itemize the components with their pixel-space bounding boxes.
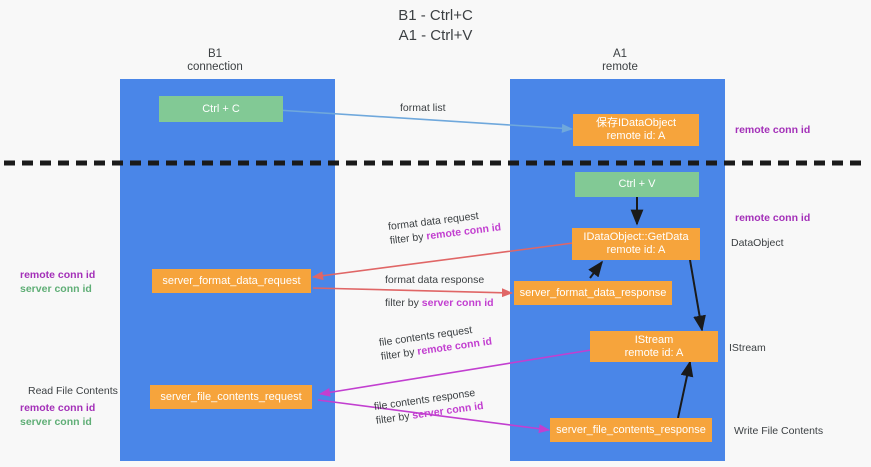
node-server-file-contents-request[interactable]: server_file_contents_request bbox=[150, 385, 312, 409]
node-server-format-data-response[interactable]: server_format_data_response bbox=[514, 281, 672, 305]
node-server-format-data-request-label: server_format_data_request bbox=[162, 274, 301, 287]
side-label-right-dataobject: DataObject bbox=[731, 237, 784, 249]
side-label-left-remote-conn-id-mid: remote conn id bbox=[20, 269, 96, 281]
side-label-left-server-conn-id-mid: server conn id bbox=[20, 283, 92, 295]
node-istream[interactable]: IStream remote id: A bbox=[590, 331, 718, 362]
side-label-left-remote-conn-id-bot: remote conn id bbox=[20, 402, 96, 414]
side-label-left-read-file-contents: Read File Contents bbox=[28, 385, 118, 397]
column-header-b1-name: B1 bbox=[207, 48, 223, 60]
column-header-a1-role: remote bbox=[602, 61, 638, 73]
node-server-file-contents-request-label: server_file_contents_request bbox=[160, 390, 302, 403]
node-idataobject-getdata-subtitle: remote id: A bbox=[606, 244, 666, 256]
column-header-a1: A1 remote bbox=[560, 48, 680, 74]
node-ctrl-c-label: Ctrl + C bbox=[202, 102, 240, 115]
edge-label-file-contents-request: file contents request filter by remote c… bbox=[378, 321, 493, 364]
edge-label-format-list: format list bbox=[400, 101, 446, 115]
node-save-idataobject-label: 保存IDataObject bbox=[595, 117, 677, 129]
filter-prefix: filter by bbox=[375, 409, 414, 427]
node-istream-label: IStream bbox=[634, 333, 674, 346]
node-server-format-data-response-label: server_format_data_response bbox=[519, 286, 667, 299]
side-label-right-write-file-contents: Write File Contents bbox=[734, 425, 824, 437]
side-label-right-remote-conn-id-top: remote conn id bbox=[735, 124, 811, 136]
node-server-format-data-request[interactable]: server_format_data_request bbox=[152, 269, 311, 293]
node-istream-subtitle: remote id: A bbox=[624, 346, 684, 359]
node-idataobject-getdata[interactable]: IDataObject::GetData remote id: A bbox=[572, 228, 700, 260]
edge-label-format-data-response-text: format data response bbox=[385, 274, 485, 286]
side-label-right-remote-conn-id-mid: remote conn id bbox=[735, 212, 811, 224]
node-idataobject-getdata-label: IDataObject::GetData bbox=[583, 231, 689, 243]
node-server-file-contents-response-label: server_file_contents_response bbox=[556, 423, 706, 436]
edge-label-file-contents-response: file contents response filter by server … bbox=[373, 385, 484, 428]
node-ctrl-c[interactable]: Ctrl + C bbox=[159, 96, 283, 122]
filter-prefix: filter by bbox=[385, 297, 422, 309]
column-header-b1: B1 connection bbox=[155, 48, 275, 74]
edge-label-format-data-request: format data request filter by remote con… bbox=[387, 206, 502, 247]
node-save-idataobject[interactable]: 保存IDataObject remote id: A bbox=[573, 114, 699, 146]
node-save-idataobject-subtitle: remote id: A bbox=[606, 130, 666, 142]
title-line-2: A1 - Ctrl+V bbox=[398, 27, 473, 44]
column-header-b1-role: connection bbox=[187, 61, 243, 73]
edge-label-format-data-response-filter: filter by server conn id bbox=[385, 296, 494, 310]
edge-label-format-list-text: format list bbox=[400, 102, 446, 114]
column-header-a1-name: A1 bbox=[612, 48, 628, 60]
filter-key-server-conn-id: server conn id bbox=[421, 297, 494, 309]
side-label-left-server-conn-id-bot: server conn id bbox=[20, 416, 92, 428]
filter-prefix: filter by bbox=[389, 230, 428, 247]
node-ctrl-v-label: Ctrl + V bbox=[618, 178, 656, 190]
node-ctrl-v[interactable]: Ctrl + V bbox=[575, 172, 699, 197]
title-line-1: B1 - Ctrl+C bbox=[398, 7, 473, 24]
filter-prefix: filter by bbox=[380, 345, 419, 363]
edge-label-format-data-response: format data response filter by server co… bbox=[385, 273, 494, 310]
node-server-file-contents-response[interactable]: server_file_contents_response bbox=[550, 418, 712, 442]
side-label-right-istream: IStream bbox=[729, 342, 766, 354]
diagram-title: B1 - Ctrl+C A1 - Ctrl+V bbox=[0, 6, 871, 46]
